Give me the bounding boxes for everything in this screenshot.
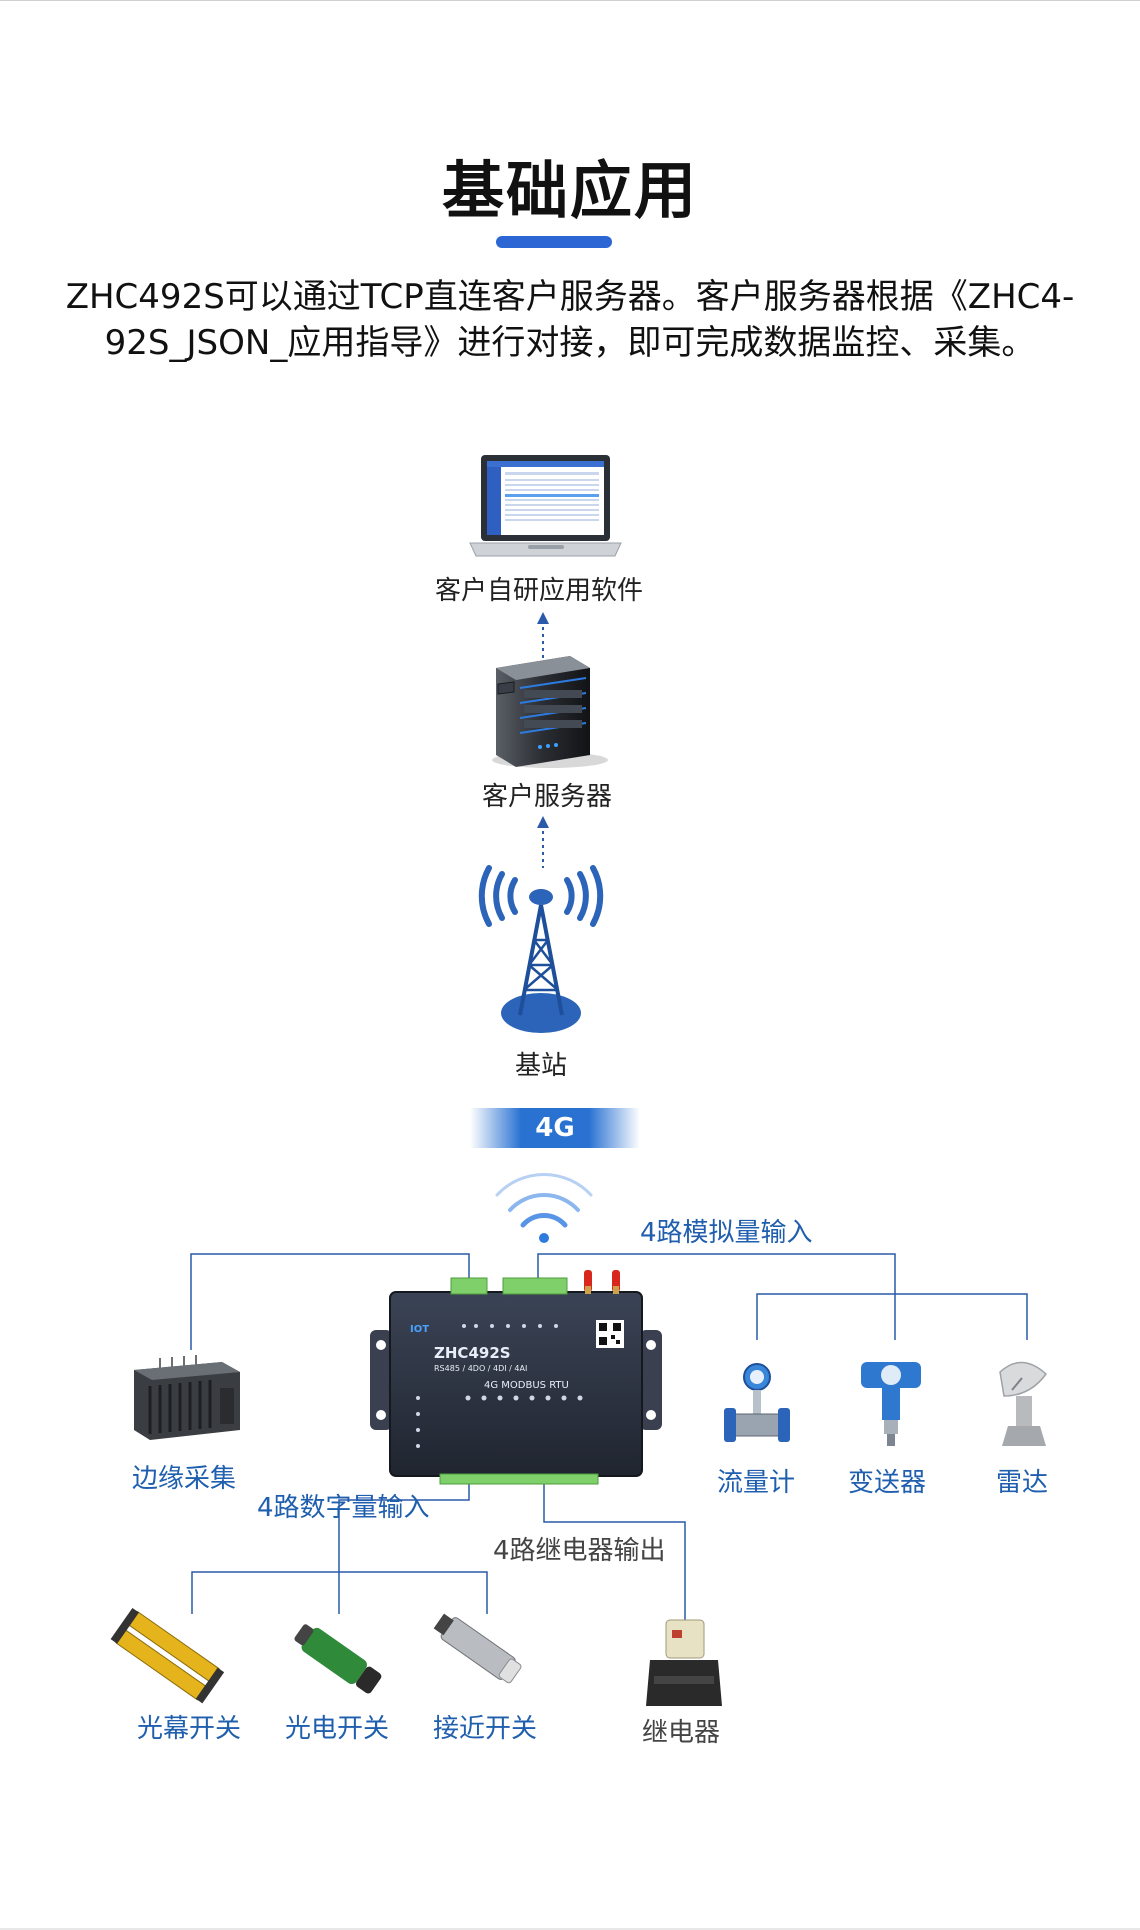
network-4g-badge: 4G bbox=[470, 1108, 640, 1148]
device-subtitle: 4G MODBUS RTU bbox=[484, 1380, 569, 1391]
intro-line-2: 92S_JSON_应用指导》进行对接，即可完成数据监控、采集。 bbox=[104, 323, 1036, 363]
arrow-up-icon bbox=[537, 612, 549, 624]
page-title: 基础应用 bbox=[441, 154, 698, 227]
label-relay-output: 4路继电器输出 bbox=[493, 1536, 666, 1566]
bottom-divider bbox=[0, 1928, 1140, 1930]
light-curtain-icon bbox=[110, 1607, 225, 1704]
label-base-station: 基站 bbox=[515, 1051, 568, 1081]
label-photo-switch: 光电开关 bbox=[285, 1714, 390, 1744]
label-digital-input: 4路数字量输入 bbox=[257, 1493, 430, 1523]
label-software: 客户自研应用软件 bbox=[435, 576, 644, 606]
cell-tower-icon bbox=[458, 865, 628, 1085]
connection-lines bbox=[190, 1253, 1028, 1620]
label-transmitter: 变送器 bbox=[848, 1468, 927, 1498]
wireless-signal-icon bbox=[495, 1172, 593, 1243]
line-analog-branch bbox=[756, 1293, 1028, 1340]
device-model: ZHC492S bbox=[434, 1344, 511, 1362]
label-edge: 边缘采集 bbox=[132, 1464, 237, 1494]
label-analog-input: 4路模拟量输入 bbox=[640, 1218, 813, 1248]
proximity-switch-icon bbox=[433, 1613, 522, 1684]
label-relay: 继电器 bbox=[642, 1718, 721, 1748]
device-brand: IOT bbox=[410, 1324, 430, 1335]
line-edge bbox=[190, 1253, 470, 1350]
intro-line-1: ZHC492S可以通过TCP直连客户服务器。客户服务器根据《ZHC4- bbox=[65, 277, 1075, 317]
device-spec: RS485 / 4DO / 4DI / 4AI bbox=[434, 1364, 528, 1373]
qr-code-icon bbox=[596, 1320, 624, 1348]
label-flowmeter: 流量计 bbox=[717, 1468, 796, 1498]
radar-icon bbox=[999, 1361, 1048, 1446]
laptop-icon bbox=[469, 455, 622, 557]
top-divider bbox=[0, 0, 1140, 1]
label-proximity-switch: 接近开关 bbox=[433, 1714, 538, 1744]
edge-collector-icon bbox=[134, 1355, 240, 1440]
antenna-icon bbox=[584, 1270, 620, 1294]
line-analog bbox=[537, 1253, 896, 1340]
flowmeter-icon bbox=[724, 1363, 790, 1442]
label-server: 客户服务器 bbox=[482, 782, 613, 812]
title-underline bbox=[496, 236, 612, 248]
pressure-transmitter-icon bbox=[861, 1362, 921, 1446]
line-relay bbox=[543, 1484, 686, 1620]
intro-text: ZHC492S可以通过TCP直连客户服务器。客户服务器根据《ZHC4- 92S_… bbox=[40, 274, 1100, 366]
arrow-up-icon bbox=[537, 816, 549, 828]
label-light-curtain: 光幕开关 bbox=[137, 1714, 242, 1744]
photoelectric-switch-icon bbox=[294, 1624, 382, 1694]
zhc492s-device-image bbox=[370, 1270, 662, 1485]
line-digital bbox=[338, 1484, 470, 1572]
label-radar: 雷达 bbox=[996, 1468, 1049, 1498]
server-icon bbox=[492, 656, 608, 768]
relay-icon bbox=[646, 1619, 722, 1706]
